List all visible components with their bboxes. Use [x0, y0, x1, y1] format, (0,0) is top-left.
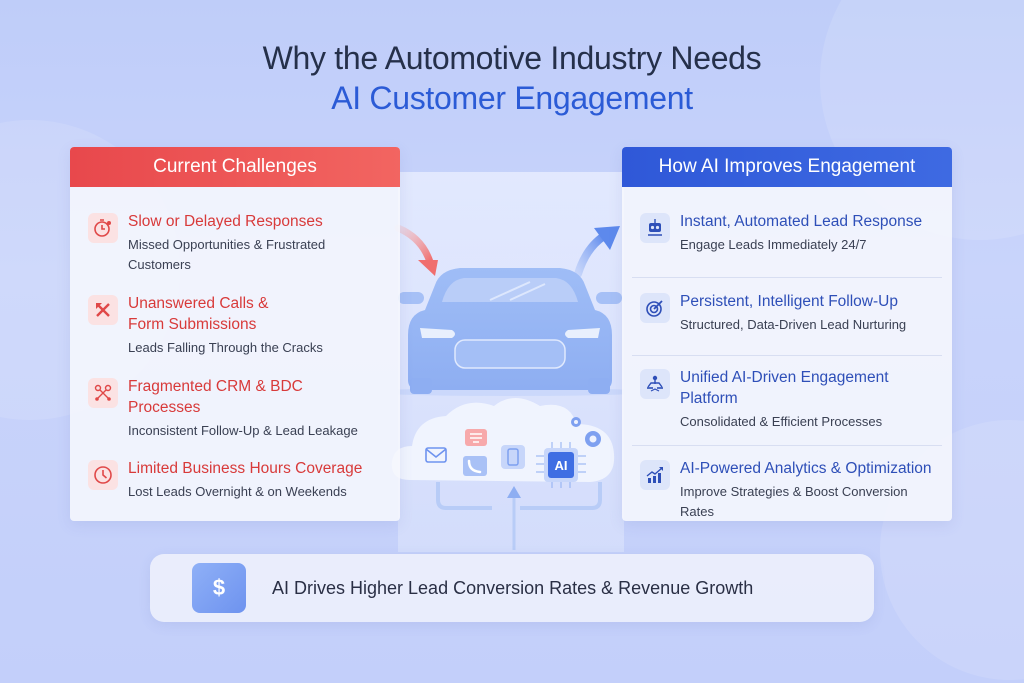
- title-line-2: AI Customer Engagement: [331, 80, 693, 116]
- challenge-item: Limited Business Hours Coverage Lost Lea…: [88, 458, 392, 502]
- conclusion-banner: $ AI Drives Higher Lead Conversion Rates…: [150, 554, 874, 622]
- item-title: Unified AI-Driven Engagement Platform: [680, 369, 889, 407]
- message-icon: [465, 429, 487, 446]
- phone-call-icon: [463, 456, 487, 476]
- item-title: Instant, Automated Lead Response: [680, 213, 923, 230]
- target-icon: [640, 293, 670, 323]
- item-subtitle: Structured, Data-Driven Lead Nurturing: [680, 317, 907, 332]
- clock-icon: [88, 460, 118, 490]
- ai-chip-icon: [536, 442, 586, 488]
- item-title: Slow or Delayed Responses: [128, 213, 323, 230]
- divider: [632, 277, 942, 278]
- panel-header: How AI Improves Engagement: [622, 147, 952, 187]
- improvement-item: Unified AI-Driven Engagement Platform Co…: [640, 367, 944, 432]
- item-title: Fragmented CRM & BDC Processes: [128, 378, 303, 416]
- ai-chip-label: AI: [554, 457, 568, 473]
- challenge-item: Slow or Delayed Responses Missed Opportu…: [88, 211, 392, 275]
- current-challenges-panel: Current Challenges Slow or Delayed Respo…: [70, 147, 400, 521]
- mobile-device-icon: [501, 445, 525, 469]
- fragmented-nodes-icon: [88, 378, 118, 408]
- item-subtitle: Inconsistent Follow-Up & Lead Leakage: [128, 423, 358, 438]
- item-subtitle: Improve Strategies & Boost Conversion Ra…: [680, 484, 908, 519]
- conclusion-text: AI Drives Higher Lead Conversion Rates &…: [272, 577, 754, 598]
- item-subtitle: Missed Opportunities & Frustrated Custom…: [128, 237, 326, 272]
- dollar-icon: $: [192, 563, 246, 613]
- item-subtitle: Engage Leads Immediately 24/7: [680, 237, 867, 252]
- inbound-arrow-icon: [394, 224, 438, 276]
- car-icon: [380, 268, 640, 396]
- item-title: Unanswered Calls & Form Submissions: [128, 295, 269, 333]
- divider: [632, 355, 942, 356]
- stopwatch-icon: [88, 213, 118, 243]
- title-line-1: Why the Automotive Industry Needs: [262, 40, 762, 76]
- panel-header: Current Challenges: [70, 147, 400, 187]
- divider: [632, 445, 942, 446]
- challenge-item: Unanswered Calls & Form Submissions Lead…: [88, 293, 392, 358]
- challenge-item: Fragmented CRM & BDC Processes Inconsist…: [88, 376, 392, 441]
- improvement-item: Instant, Automated Lead Response Engage …: [640, 211, 944, 255]
- missed-call-icon: [88, 295, 118, 325]
- item-subtitle: Leads Falling Through the Cracks: [128, 340, 323, 355]
- improvement-item: AI-Powered Analytics & Optimization Impr…: [640, 458, 944, 521]
- page-title: Why the Automotive Industry Needs AI Cus…: [0, 38, 1024, 118]
- ai-improvements-panel: How AI Improves Engagement Instant, Auto…: [622, 147, 952, 521]
- growth-chart-icon: [640, 460, 670, 490]
- item-title: AI-Powered Analytics & Optimization: [680, 460, 932, 477]
- item-title: Limited Business Hours Coverage: [128, 460, 363, 477]
- item-subtitle: Lost Leads Overnight & on Weekends: [128, 484, 347, 499]
- improvement-item: Persistent, Intelligent Follow-Up Struct…: [640, 291, 944, 335]
- item-subtitle: Consolidated & Efficient Processes: [680, 414, 883, 429]
- item-title: Persistent, Intelligent Follow-Up: [680, 293, 898, 310]
- outbound-arrow-icon: [574, 226, 620, 278]
- center-illustration: [380, 224, 640, 550]
- cloud-icon: [391, 398, 615, 482]
- gear-icon: [571, 417, 601, 447]
- robot-icon: [640, 213, 670, 243]
- mail-icon: [425, 447, 447, 463]
- network-platform-icon: [640, 369, 670, 399]
